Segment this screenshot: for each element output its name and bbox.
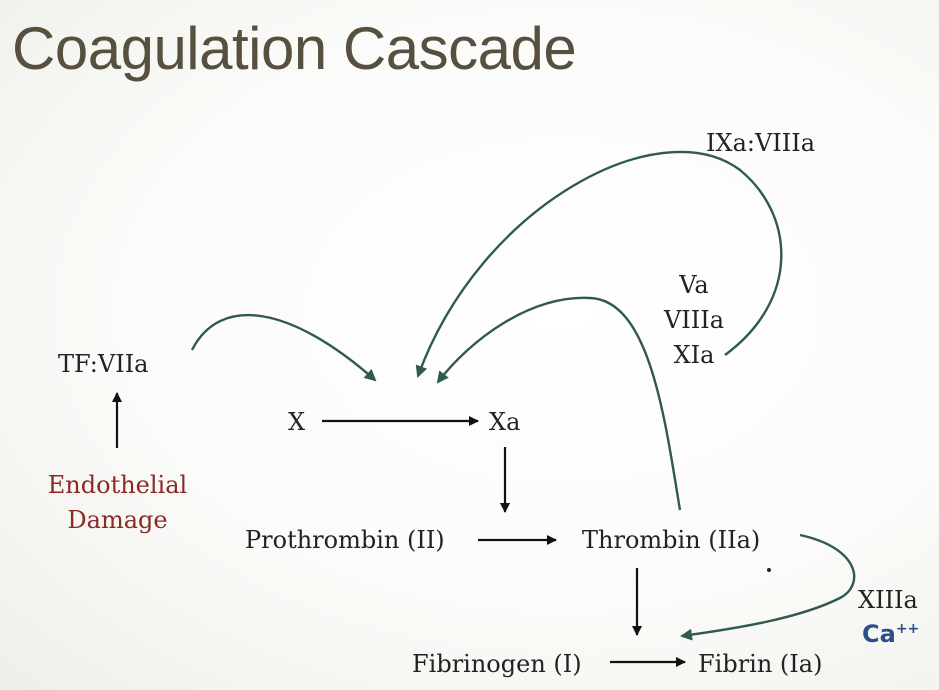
curve-thrombin-to-fibrin [680,533,856,641]
curve-thrombin-feedback [436,296,682,511]
curve-ixaviiia-to-x [415,150,783,378]
node-ixa-viiia: IXa:VIIIa [706,129,816,157]
cofactor-xia: XIa [673,340,715,369]
node-xa: Xa [489,408,521,436]
endothelial-line-1: Endothelial [47,471,188,499]
calcium-charge: ++ [895,621,920,637]
curve-tfviia-to-x [190,313,377,382]
page-title: Coagulation Cascade [12,15,577,82]
node-endothelial-damage: Endothelial Damage [40,468,195,538]
node-tf-viia: TF:VIIa [58,350,149,378]
node-prothrombin: Prothrombin (II) [245,526,445,554]
node-thrombin: Thrombin (IIa) [582,526,761,554]
stray-dot [767,568,771,572]
cofactor-va: Va [679,271,709,299]
node-fibrin: Fibrin (Ia) [698,650,823,678]
node-fibrinogen: Fibrinogen (I) [412,650,582,678]
endothelial-line-2: Damage [67,505,168,534]
node-x: X [288,408,306,436]
calcium-symbol: Ca [862,620,896,648]
cofactor-list: Va VIIIa XIa [650,268,738,372]
node-xiiia: XIIIa [858,586,918,614]
node-calcium: Ca++ [862,622,919,646]
cofactor-viiia: VIIIa [663,305,725,334]
